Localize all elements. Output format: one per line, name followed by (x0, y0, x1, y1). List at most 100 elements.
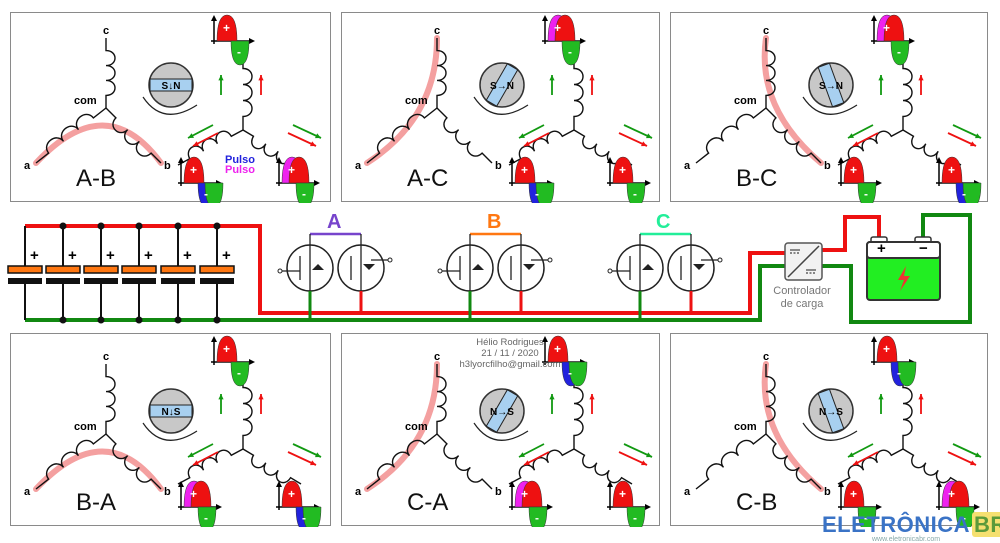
phase-arrow (292, 124, 322, 139)
phase-arrow (287, 132, 317, 147)
negative-rail (25, 264, 787, 322)
coil-b (765, 433, 822, 490)
coil-c (436, 364, 447, 434)
svg-text:+: + (30, 247, 39, 264)
coil-a (695, 433, 767, 490)
charge-controller-label: Controlador de carga (762, 285, 842, 311)
phase-arrow (523, 451, 550, 466)
node-com-label: com (74, 421, 97, 433)
svg-text:+: + (68, 247, 77, 264)
right-coil-a (837, 448, 904, 485)
plus-sign: + (288, 487, 295, 501)
positive-rail (25, 224, 787, 315)
plus-sign: + (223, 21, 230, 35)
author-name: Hélio Rodrigues (476, 337, 544, 348)
plus-sign: + (521, 163, 528, 177)
svg-text:+: + (222, 247, 231, 264)
logo-suffix: BR (972, 512, 1000, 537)
current-path-highlight (33, 448, 164, 492)
current-path-highlight (364, 361, 440, 492)
author-email: h3lyorcfilho@gmail.com (459, 359, 561, 370)
node-b-label: b (495, 486, 502, 498)
node-c-label: c (763, 351, 769, 363)
rotor-poles-label: N→S (819, 407, 843, 418)
plus-sign: + (223, 342, 230, 356)
waveform-b: +- (276, 480, 322, 527)
rotor: S→N (808, 62, 854, 108)
phase-arrow (918, 75, 924, 95)
charge-controller (784, 242, 823, 281)
node-b-label: b (164, 160, 171, 172)
node-a-label: a (355, 486, 362, 498)
current-path-highlight (761, 35, 824, 166)
coil-a (35, 433, 107, 490)
phase-arrow (518, 443, 545, 458)
plus-sign: + (850, 487, 857, 501)
rotation-arrow-icon (142, 422, 198, 441)
coil-b (765, 107, 822, 164)
battery-plus-sign: + (877, 240, 886, 257)
phase-arrow (952, 124, 982, 139)
node-a-label: a (24, 160, 31, 172)
rotor-poles-label: N↓S (162, 407, 181, 418)
panel-label: A-B (76, 165, 117, 192)
phase-arrow (292, 443, 322, 458)
waveform-a: +- (178, 156, 224, 203)
rotation-arrow-icon (473, 96, 529, 115)
phase-arrow (187, 443, 214, 458)
waveform-a: +- (509, 156, 555, 203)
capacitor: + (121, 222, 157, 324)
capacitor: + (199, 222, 235, 324)
node-a-label: a (684, 160, 691, 172)
plus-sign: + (554, 21, 561, 35)
panel-label: C-A (407, 489, 449, 516)
node-b-label: b (164, 486, 171, 498)
right-coil-a (177, 448, 244, 485)
node-b-label: b (824, 486, 831, 498)
phase-arrow (549, 394, 555, 414)
node-com-label: com (734, 421, 757, 433)
waveform-b: +- (936, 156, 982, 203)
battery-positive-wire (822, 215, 881, 252)
waveform-c: +- (542, 335, 588, 387)
phase-arrow (218, 394, 224, 414)
panel-label: C-B (736, 489, 778, 516)
right-coil-b (242, 129, 302, 166)
right-coil-b (242, 448, 302, 485)
coil-a (366, 433, 438, 490)
phase-arrow (852, 451, 879, 466)
author-credit: Hélio Rodrigues 21 / 11 / 2020 h3lyorcfi… (440, 337, 580, 370)
capacitor: + (83, 222, 119, 324)
svg-text:+: + (144, 247, 153, 264)
coil-a (35, 107, 107, 164)
node-c-label: c (434, 25, 440, 37)
current-path-highlight (364, 35, 440, 166)
node-c-label: c (103, 25, 109, 37)
battery-minus-sign: − (919, 240, 928, 257)
right-coil-c (242, 55, 253, 130)
phase-arrow (618, 451, 648, 466)
node-b-label: b (495, 160, 502, 172)
coil-a (366, 107, 438, 164)
plus-sign: + (190, 163, 197, 177)
rotor: N→S (808, 388, 854, 434)
phase-arrow (287, 451, 317, 466)
phase-arrow (192, 132, 219, 147)
panel-label: B-C (736, 165, 778, 192)
node-com-label: com (734, 95, 757, 107)
waveform-c: +- (211, 14, 255, 66)
phase-arrow (589, 75, 595, 95)
waveform-b: +- (607, 480, 651, 527)
node-a-label: a (684, 486, 691, 498)
panel-label: B-A (76, 489, 117, 516)
coil-b (105, 107, 162, 164)
waveform-a: +- (509, 480, 553, 527)
minus-sign: - (897, 45, 901, 59)
minus-sign: - (897, 366, 901, 380)
minus-sign: - (568, 45, 572, 59)
right-coil-c (573, 55, 584, 130)
minus-sign: - (535, 511, 539, 525)
